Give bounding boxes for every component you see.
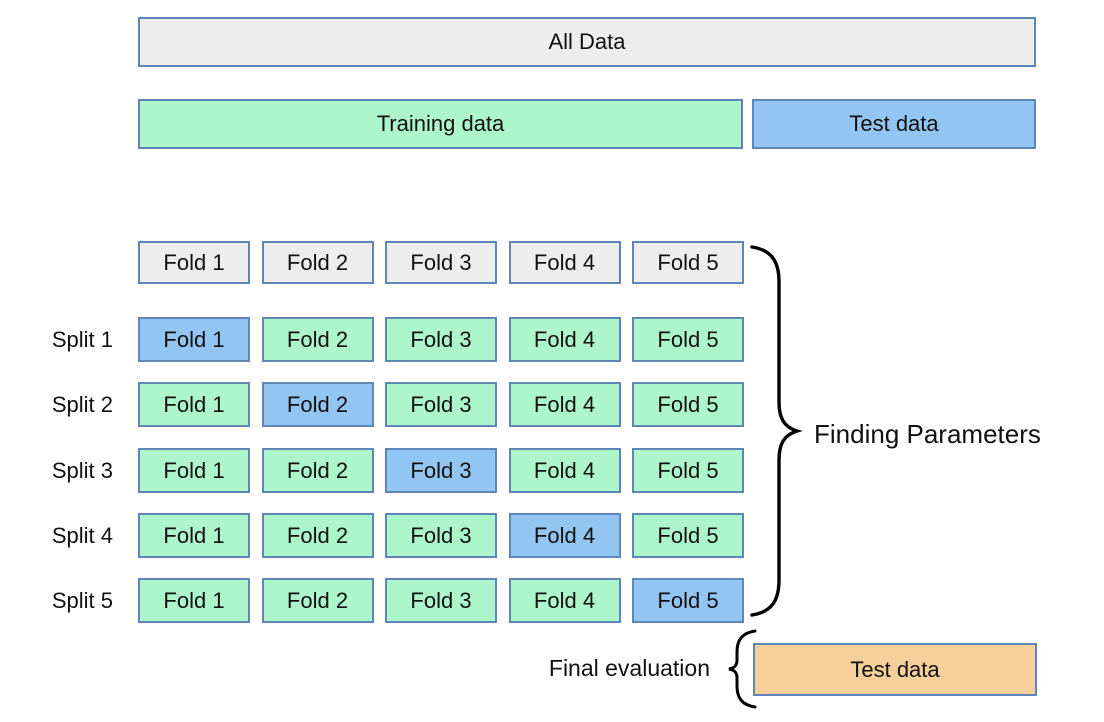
split-label: Split 1 [51, 326, 113, 352]
fold-cell-train: Fold 2 [261, 513, 374, 558]
split-label: Split 5 [51, 587, 113, 613]
split-label: Split 2 [51, 391, 113, 417]
fold-header-cell: Fold 4 [508, 241, 621, 284]
split-label: Split 4 [51, 522, 113, 548]
all-data-label: All Data [548, 29, 626, 54]
fold-cell-test: Fold 5 [632, 578, 744, 623]
fold-cell-train: Fold 5 [632, 513, 744, 558]
fold-cell-train: Fold 1 [138, 578, 250, 623]
fold-cell-train: Fold 2 [261, 578, 374, 623]
fold-cell-train: Fold 2 [261, 317, 374, 362]
finding-parameters-label: Finding Parameters [814, 419, 1041, 449]
fold-cell-train: Fold 3 [385, 317, 497, 362]
fold-cell-train: Fold 4 [508, 578, 621, 623]
final-test-data-box: Test data [753, 643, 1037, 696]
finding-parameters-brace [750, 245, 803, 617]
test-data-bar: Test data [752, 99, 1036, 149]
all-data-bar: All Data [138, 17, 1036, 67]
fold-header-cell: Fold 2 [261, 241, 374, 284]
final-evaluation-brace [728, 629, 757, 709]
final-test-data-label: Test data [850, 656, 940, 682]
fold-cell-train: Fold 5 [632, 448, 744, 493]
fold-cell-test: Fold 2 [261, 382, 374, 427]
fold-cell-train: Fold 4 [508, 382, 621, 427]
fold-header-cell: Fold 3 [385, 241, 497, 284]
fold-cell-train: Fold 3 [385, 382, 497, 427]
fold-cell-train: Fold 1 [138, 513, 250, 558]
fold-cell-train: Fold 1 [138, 382, 250, 427]
fold-cell-test: Fold 1 [138, 317, 250, 362]
fold-cell-train: Fold 5 [632, 317, 744, 362]
fold-cell-train: Fold 5 [632, 382, 744, 427]
fold-header-cell: Fold 1 [138, 241, 250, 284]
split-label: Split 3 [51, 457, 113, 483]
final-evaluation-label: Final evaluation [548, 655, 710, 681]
fold-cell-train: Fold 1 [138, 448, 250, 493]
training-data-bar: Training data [138, 99, 743, 149]
fold-cell-train: Fold 3 [385, 578, 497, 623]
test-data-label: Test data [849, 111, 939, 136]
fold-cell-train: Fold 2 [261, 448, 374, 493]
fold-cell-train: Fold 3 [385, 513, 497, 558]
fold-cell-train: Fold 4 [508, 448, 621, 493]
fold-cell-train: Fold 4 [508, 317, 621, 362]
fold-cell-test: Fold 4 [508, 513, 621, 558]
training-data-label: Training data [376, 111, 505, 136]
fold-cell-test: Fold 3 [385, 448, 497, 493]
fold-header-cell: Fold 5 [632, 241, 744, 284]
